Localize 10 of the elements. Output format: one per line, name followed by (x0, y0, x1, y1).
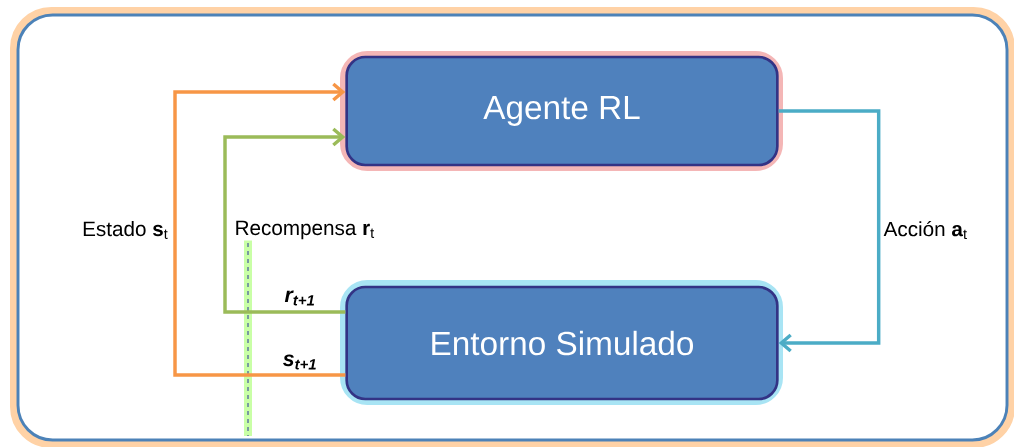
arrow (173, 82, 346, 377)
arrow (223, 127, 346, 314)
process-box: Entorno Simulado (340, 280, 783, 405)
signal-label: r$_{t+1}$ (284, 290, 314, 306)
signal-label: s$_{t+1}$ (282, 354, 316, 370)
arrow (778, 109, 881, 353)
edge-label: Recompensa r$_{t}$ (233, 219, 377, 241)
edge-label: Acción a$_{t}$ (882, 219, 969, 241)
edge-label: Estado s$_{t}$ (80, 219, 170, 241)
process-box: Agente RL (340, 51, 783, 171)
